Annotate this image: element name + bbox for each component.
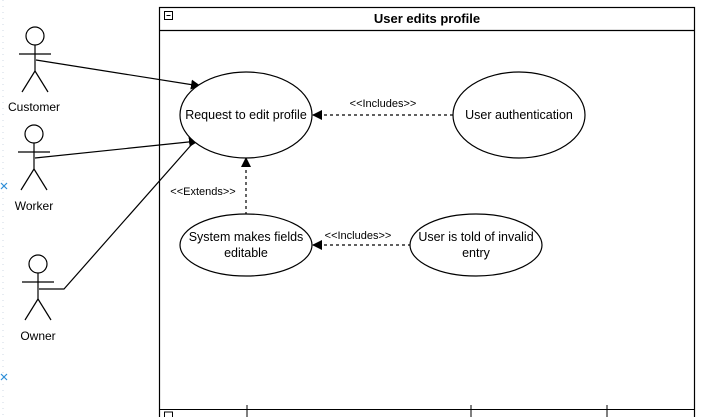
association-worker[interactable]: [34, 136, 199, 159]
extend-relation[interactable]: <<Extends>>: [170, 157, 251, 215]
include-relation-auth[interactable]: <<Includes>>: [312, 98, 453, 120]
worker-stick-figure-icon: [18, 124, 50, 191]
collapse-icon[interactable]: [164, 11, 173, 20]
actor-customer[interactable]: Customer: [8, 26, 60, 114]
extends-label: <<Extends>>: [170, 186, 235, 198]
include-relation-invalid[interactable]: <<Includes>>: [312, 230, 411, 250]
system-boundary[interactable]: User edits profile: [158, 6, 696, 417]
use-case-invalid-line2: entry: [462, 246, 491, 260]
actor-worker-label: Worker: [15, 199, 53, 213]
use-case-system-makes-fields-editable[interactable]: System makes fields editable: [179, 213, 313, 277]
actor-worker[interactable]: Worker: [15, 124, 53, 213]
actor-owner[interactable]: Owner: [20, 254, 56, 343]
use-case-auth-label: User authentication: [465, 108, 573, 122]
use-case-request-edit-profile[interactable]: Request to edit profile: [179, 71, 313, 159]
actor-owner-label: Owner: [20, 329, 55, 343]
connection-marker-icon: [0, 373, 8, 381]
includes-label-top: <<Includes>>: [350, 98, 417, 110]
association-customer[interactable]: [35, 59, 201, 90]
actor-customer-label: Customer: [8, 100, 60, 114]
owner-stick-figure-icon: [22, 254, 54, 321]
customer-stick-figure-icon: [19, 26, 51, 93]
use-case-user-authentication[interactable]: User authentication: [452, 71, 586, 159]
connection-marker-icon: [0, 182, 8, 190]
boundary-title: User edits profile: [374, 11, 480, 26]
use-case-editable-line1: System makes fields: [189, 230, 304, 244]
association-owner[interactable]: [39, 134, 201, 290]
use-case-invalid-line1: User is told of invalid: [418, 230, 533, 244]
use-case-request-label: Request to edit profile: [185, 108, 307, 122]
includes-label-bottom: <<Includes>>: [325, 230, 392, 242]
use-case-editable-line2: editable: [224, 246, 268, 260]
use-case-user-told-invalid-entry[interactable]: User is told of invalid entry: [409, 213, 543, 277]
